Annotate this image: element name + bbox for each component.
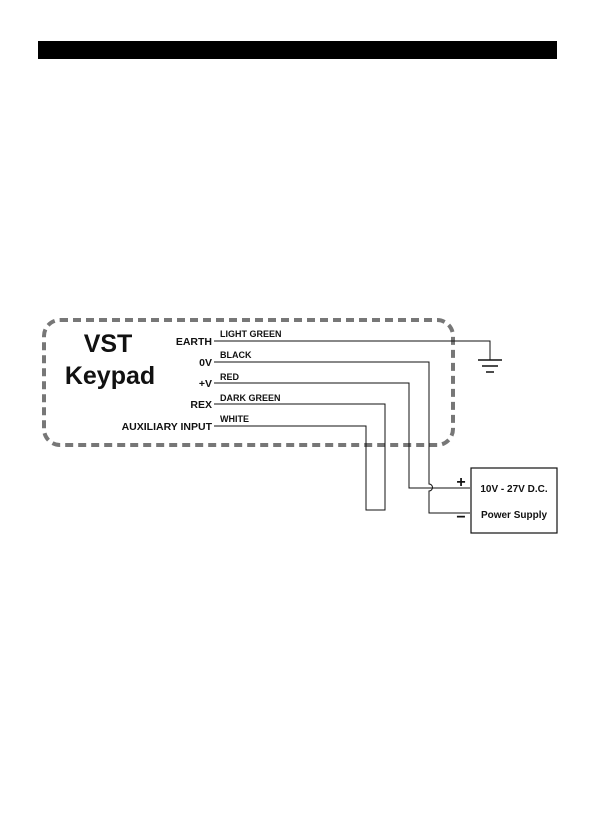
- wire-0v: [214, 362, 470, 513]
- wire-dark-green-label: DARK GREEN: [220, 393, 281, 403]
- positive-terminal-sign: +: [456, 474, 465, 491]
- wire-light-green-label: LIGHT GREEN: [220, 329, 282, 339]
- earth-ground-icon: [478, 360, 502, 372]
- terminal-rex-label: REX: [190, 399, 212, 411]
- wire-earth: [214, 341, 490, 360]
- terminal-0v-label: 0V: [199, 357, 212, 369]
- power-supply-box: [471, 468, 557, 533]
- negative-terminal-sign: −: [456, 509, 465, 526]
- keypad-title-line1: VST: [84, 330, 133, 358]
- terminal-plus-v-label: +V: [199, 378, 212, 390]
- terminal-earth-label: EARTH: [176, 336, 212, 348]
- wire-black-label: BLACK: [220, 350, 252, 360]
- power-supply-label: Power Supply: [481, 510, 548, 521]
- wire-red-label: RED: [220, 372, 240, 382]
- power-supply-voltage: 10V - 27V D.C.: [480, 484, 547, 495]
- keypad-title-line2: Keypad: [65, 362, 155, 390]
- wire-white-label: WHITE: [220, 414, 249, 424]
- terminal-auxiliary-input-label: AUXILIARY INPUT: [122, 421, 213, 433]
